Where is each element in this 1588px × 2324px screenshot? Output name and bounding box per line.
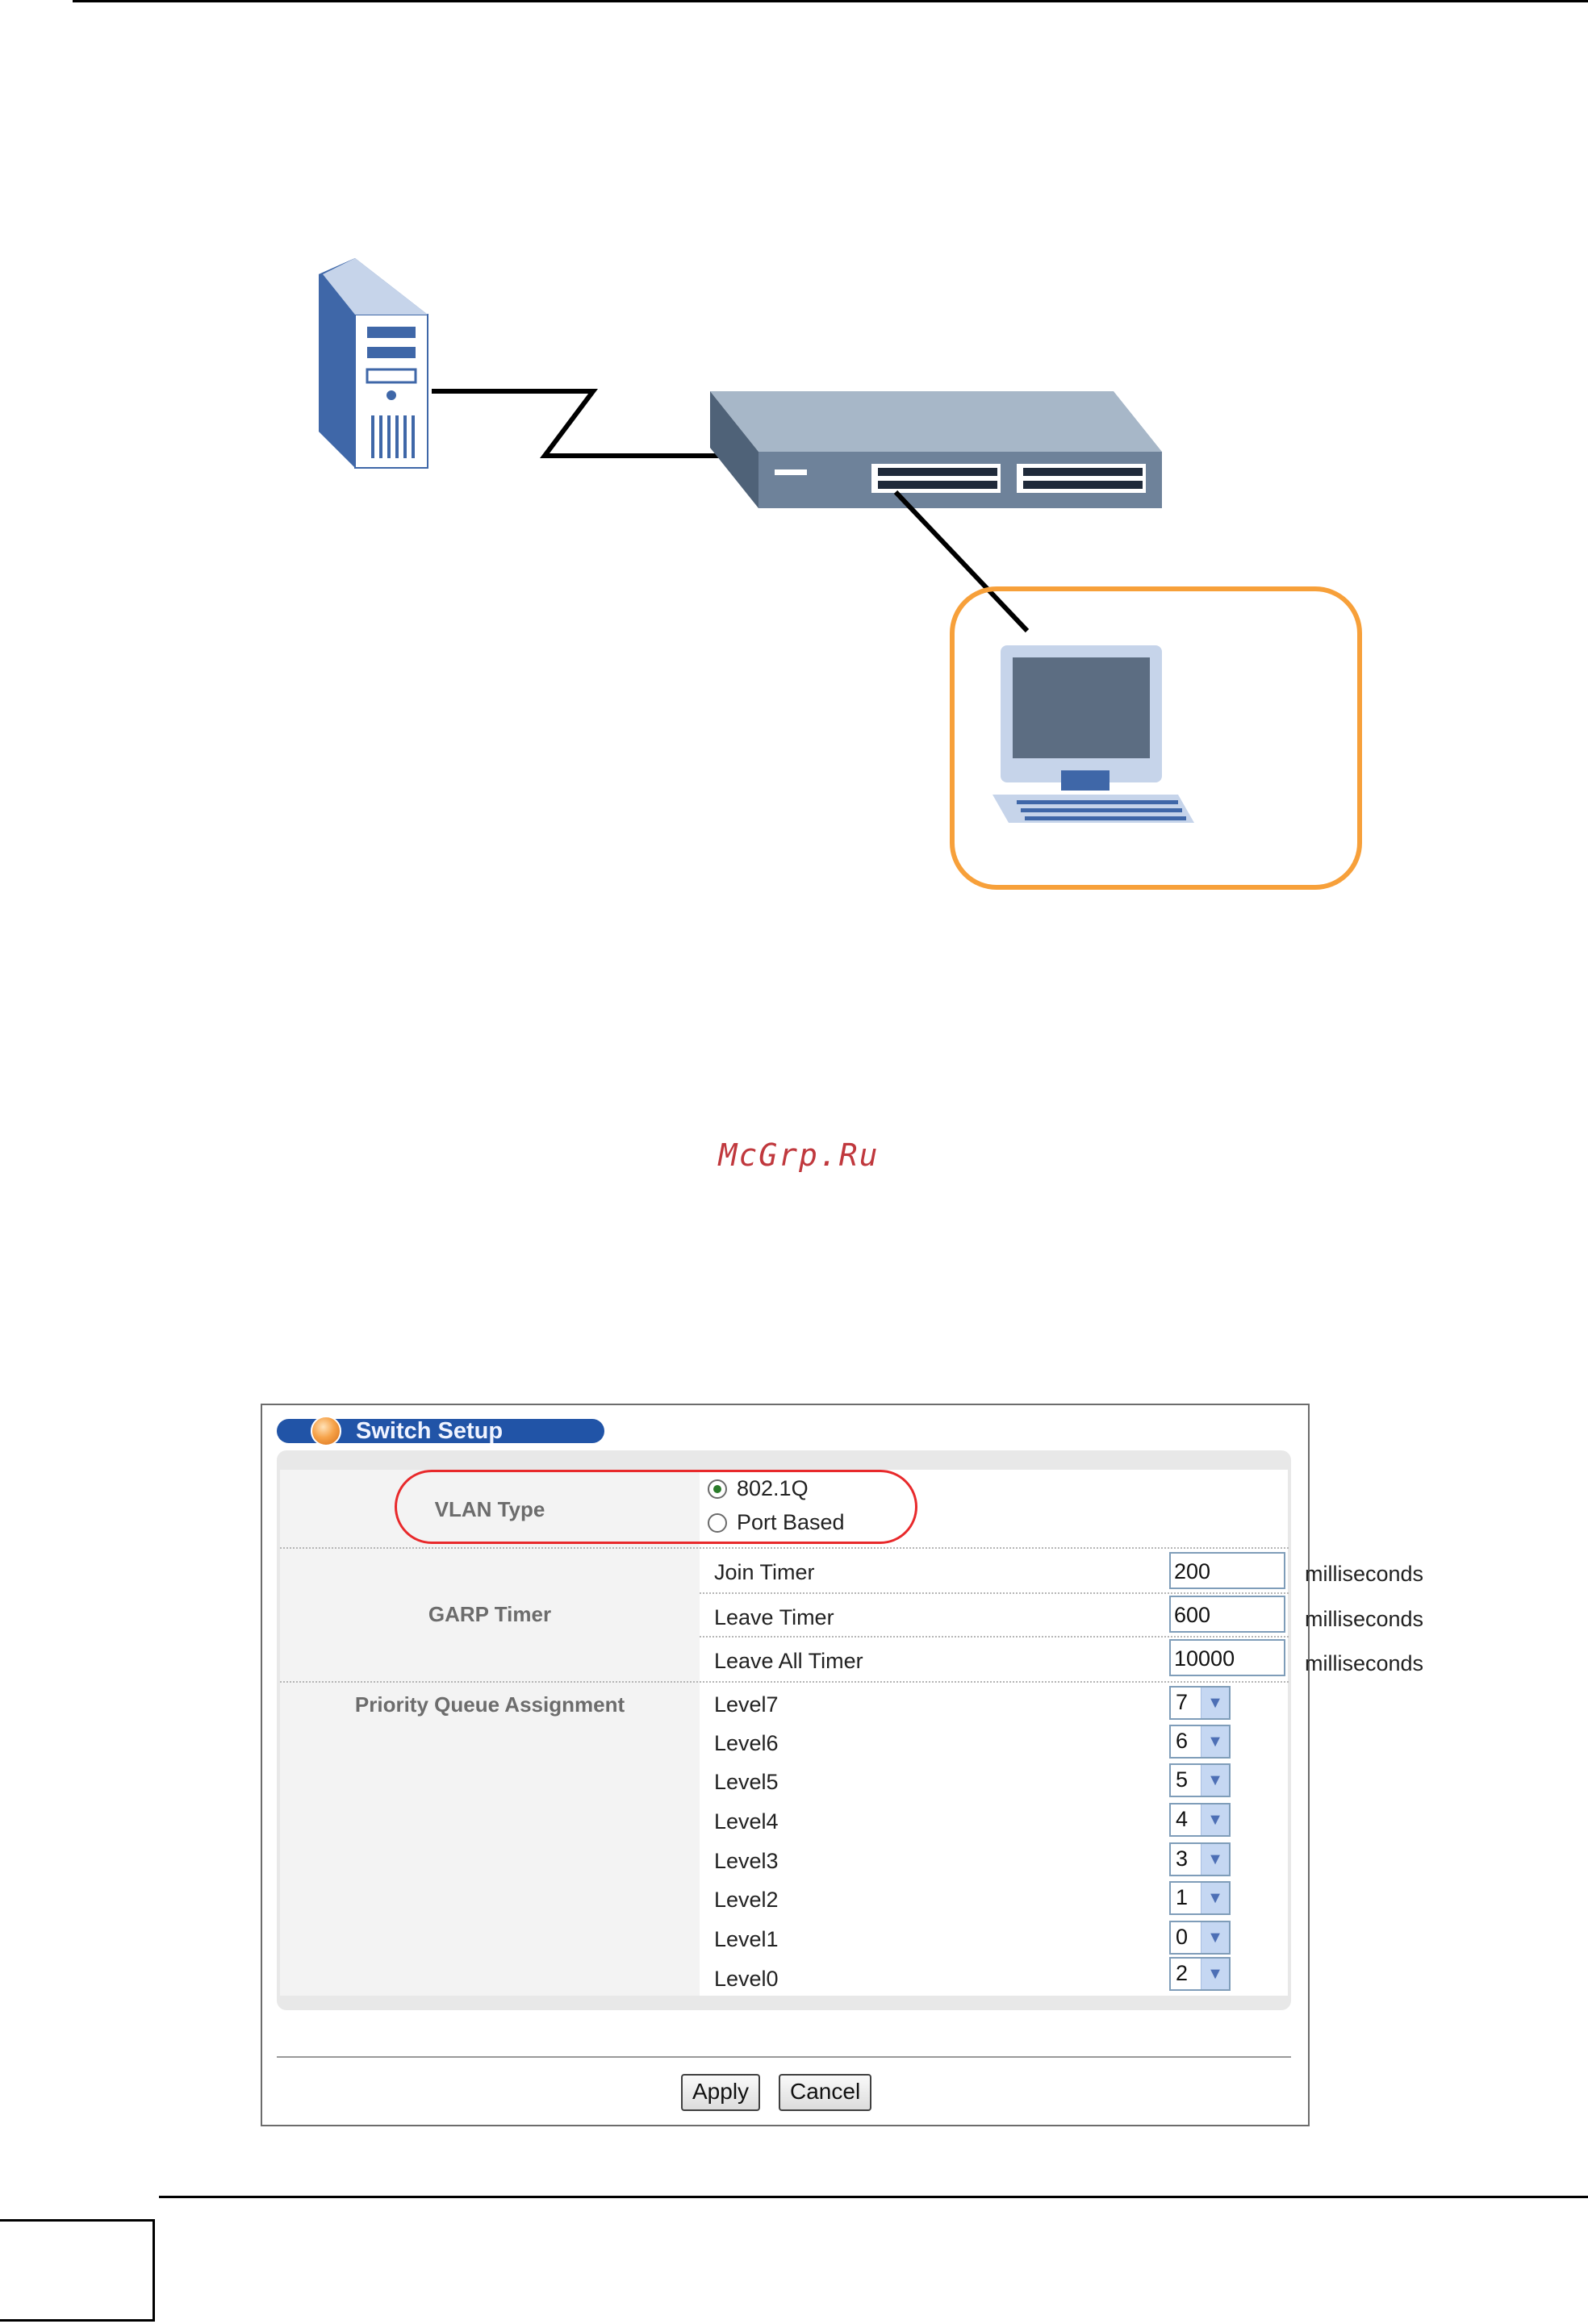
chevron-down-icon[interactable]: ▼ <box>1201 1726 1229 1757</box>
cancel-button[interactable]: Cancel <box>779 2074 871 2111</box>
computer-icon <box>992 645 1194 823</box>
level1-select[interactable]: 0▼ <box>1169 1921 1231 1955</box>
level7-select[interactable]: 7▼ <box>1169 1686 1231 1720</box>
leave-timer-unit: milliseconds <box>1305 1607 1423 1632</box>
level3-label: Level3 <box>714 1849 779 1874</box>
chevron-down-icon[interactable]: ▼ <box>1201 1844 1229 1875</box>
level6-select[interactable]: 6▼ <box>1169 1725 1231 1759</box>
leave-all-timer-label: Leave All Timer <box>714 1649 863 1674</box>
level7-label: Level7 <box>714 1692 779 1717</box>
panel-band-top <box>277 1450 1291 1470</box>
panel-band-bottom <box>277 1996 1291 2010</box>
server-icon <box>319 258 428 468</box>
watermark-text: McGrp.Ru <box>710 1137 888 1173</box>
settings-table: VLAN Type 802.1Q Port Based GARP Timer J… <box>277 1470 1291 1996</box>
server-switch-link <box>432 391 730 456</box>
vlan-type-highlight <box>395 1470 917 1544</box>
join-timer-unit: milliseconds <box>1305 1562 1423 1587</box>
level5-label: Level5 <box>714 1770 779 1795</box>
chevron-down-icon[interactable]: ▼ <box>1201 1688 1229 1718</box>
level0-label: Level0 <box>714 1967 779 1992</box>
leave-timer-label: Leave Timer <box>714 1605 834 1630</box>
footer-rule <box>159 2196 1588 2198</box>
garp-timer-label: GARP Timer <box>280 1602 700 1627</box>
apply-button[interactable]: Apply <box>681 2074 760 2111</box>
chevron-down-icon[interactable]: ▼ <box>1201 1922 1229 1953</box>
chevron-down-icon[interactable]: ▼ <box>1201 1959 1229 1989</box>
leave-timer-input[interactable]: 600 <box>1169 1596 1285 1633</box>
panel-title: Switch Setup <box>277 1419 604 1443</box>
level0-select[interactable]: 2▼ <box>1169 1957 1231 1991</box>
level2-select[interactable]: 1▼ <box>1169 1881 1231 1915</box>
level2-label: Level2 <box>714 1888 779 1913</box>
page-number-box <box>0 2219 155 2322</box>
level5-select[interactable]: 5▼ <box>1169 1763 1231 1797</box>
priority-queue-label: Priority Queue Assignment <box>280 1692 700 1717</box>
join-timer-label: Join Timer <box>714 1560 815 1585</box>
leave-all-timer-unit: milliseconds <box>1305 1651 1423 1676</box>
chevron-down-icon[interactable]: ▼ <box>1201 1883 1229 1913</box>
leave-all-timer-input[interactable]: 10000 <box>1169 1639 1285 1676</box>
level4-select[interactable]: 4▼ <box>1169 1803 1231 1837</box>
network-diagram <box>307 258 1388 903</box>
chevron-down-icon[interactable]: ▼ <box>1201 1805 1229 1835</box>
orb-icon <box>311 1416 341 1446</box>
level3-select[interactable]: 3▼ <box>1169 1842 1231 1876</box>
level1-label: Level1 <box>714 1927 779 1952</box>
switch-icon <box>710 391 1162 508</box>
header-rule <box>73 0 1588 2</box>
join-timer-input[interactable]: 200 <box>1169 1552 1285 1589</box>
level6-label: Level6 <box>714 1731 779 1756</box>
level4-label: Level4 <box>714 1809 779 1834</box>
chevron-down-icon[interactable]: ▼ <box>1201 1765 1229 1796</box>
